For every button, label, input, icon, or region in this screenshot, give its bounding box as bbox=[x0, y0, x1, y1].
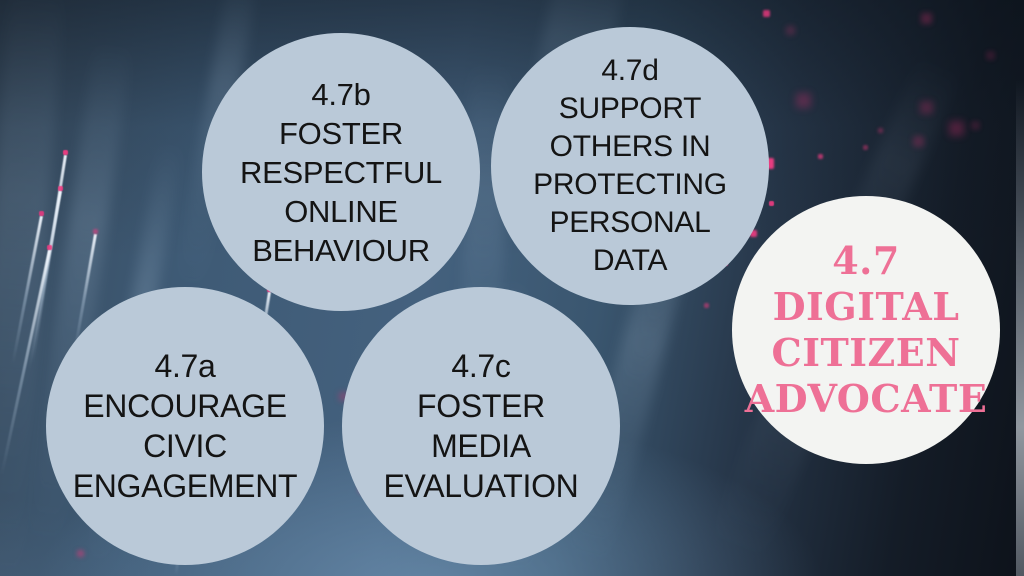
standard-text-line: EVALUATION bbox=[383, 468, 579, 504]
hub-text-line: DIGITAL bbox=[772, 284, 960, 329]
standard-text-line: DATA bbox=[592, 244, 668, 277]
standard-text-line: ONLINE bbox=[284, 193, 398, 229]
bubble-4-7c: 4.7c FOSTER MEDIA EVALUATION bbox=[342, 287, 620, 565]
standard-text-line: FOSTER bbox=[417, 388, 545, 424]
standard-text-line: BEHAVIOUR bbox=[252, 232, 430, 268]
standard-code: 4.7b bbox=[311, 76, 371, 112]
bubble-4-7-hub: 4.7 DIGITAL CITIZEN ADVOCATE bbox=[732, 196, 1000, 464]
standard-text-line: ENGAGEMENT bbox=[72, 468, 298, 504]
standard-text-line: PERSONAL bbox=[549, 206, 711, 239]
pink-bokeh-dots bbox=[0, 0, 1, 1]
standard-text-line: PROTECTING bbox=[533, 168, 727, 201]
light-edge-strip bbox=[1016, 80, 1024, 576]
standard-text-line: RESPECTFUL bbox=[240, 154, 442, 190]
standard-text-line: FOSTER bbox=[279, 115, 403, 151]
standard-code: 4.7c bbox=[451, 348, 511, 384]
hub-text-line: CITIZEN bbox=[771, 330, 961, 375]
hub-text-line: ADVOCATE bbox=[744, 376, 988, 421]
standard-text-line: SUPPORT bbox=[558, 92, 702, 125]
standard-text-line: OTHERS IN bbox=[549, 130, 711, 163]
standard-text-line: MEDIA bbox=[431, 428, 531, 464]
bubble-4-7d: 4.7d SUPPORT OTHERS IN PROTECTING PERSON… bbox=[491, 27, 769, 305]
standard-text-line: ENCOURAGE bbox=[83, 388, 287, 424]
standard-code: 4.7d bbox=[601, 54, 659, 87]
standard-code: 4.7a bbox=[154, 348, 216, 384]
bubble-4-7a: 4.7a ENCOURAGE CIVIC ENGAGEMENT bbox=[46, 287, 324, 565]
bubble-4-7b: 4.7b FOSTER RESPECTFUL ONLINE BEHAVIOUR bbox=[202, 33, 480, 311]
standard-text-line: CIVIC bbox=[143, 428, 227, 464]
hub-standard-code: 4.7 bbox=[832, 238, 900, 283]
